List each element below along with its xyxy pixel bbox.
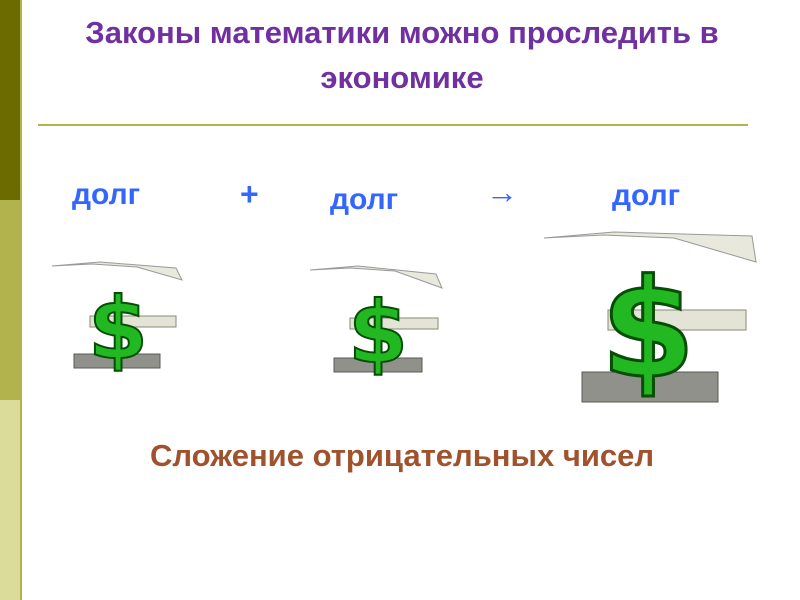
plus-sign: + <box>240 176 259 212</box>
banknote-icon <box>543 231 757 263</box>
banknote-icon <box>333 357 423 373</box>
banknote-icon <box>51 261 183 281</box>
side-bar-segment-medium <box>0 200 20 400</box>
arrow-sign: → <box>486 174 518 210</box>
debt-term-2: долг <box>330 183 399 216</box>
banknote-icon <box>349 317 439 330</box>
dollar-icon: $ <box>543 231 757 411</box>
banknote-icon <box>607 309 747 331</box>
slide-title: Законы математики можно проследить в эко… <box>85 15 719 95</box>
svg-text:$: $ <box>348 283 408 383</box>
debt-term-1: долг <box>72 178 141 211</box>
svg-text:$: $ <box>88 279 148 379</box>
side-decor-bar <box>0 0 20 600</box>
title-divider <box>38 124 748 126</box>
side-bar-line <box>20 0 22 600</box>
banknote-icon <box>73 353 161 369</box>
banknote-icon <box>309 265 443 289</box>
dollar-icon: $ <box>309 265 443 384</box>
side-bar-segment-light <box>0 400 20 600</box>
side-bar-segment-dark <box>0 0 20 200</box>
banknote-icon <box>89 315 177 328</box>
slide-caption: Сложение отрицательных чисел <box>149 438 655 473</box>
svg-text:$: $ <box>601 251 696 409</box>
dollar-icon: $ <box>51 261 183 380</box>
debt-result: долг <box>612 179 681 212</box>
banknote-icon <box>581 371 719 403</box>
